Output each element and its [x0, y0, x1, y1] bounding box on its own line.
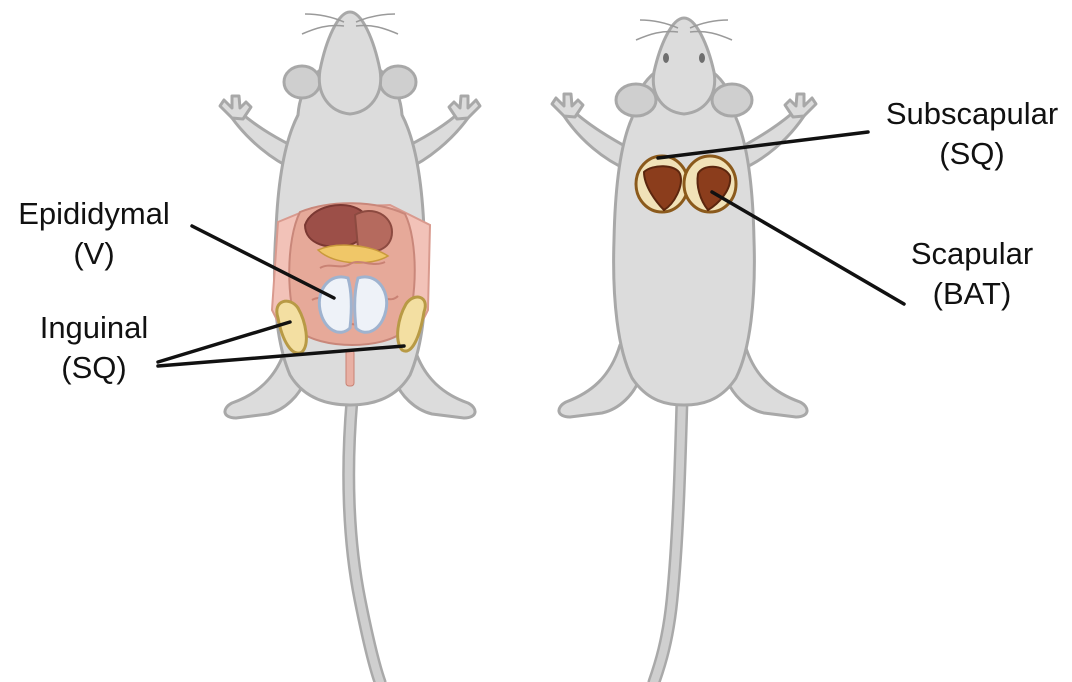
label-inguinal-type: (SQ) — [61, 350, 126, 385]
label-scapular: Scapular — [911, 236, 1033, 271]
ventral-mouse — [220, 12, 480, 682]
epididymal-fat-right — [355, 277, 387, 332]
label-subscapular-type: (SQ) — [939, 136, 1004, 171]
label-inguinal: Inguinal — [40, 310, 149, 345]
stomach — [355, 211, 392, 251]
label-subscapular: Subscapular — [886, 96, 1058, 131]
dorsal-mouse — [552, 18, 816, 682]
epididymal-fat-left — [319, 277, 351, 332]
label-epididymal: Epididymal — [18, 196, 170, 231]
label-scapular-type: (BAT) — [933, 276, 1012, 311]
label-epididymal-type: (V) — [73, 236, 114, 271]
